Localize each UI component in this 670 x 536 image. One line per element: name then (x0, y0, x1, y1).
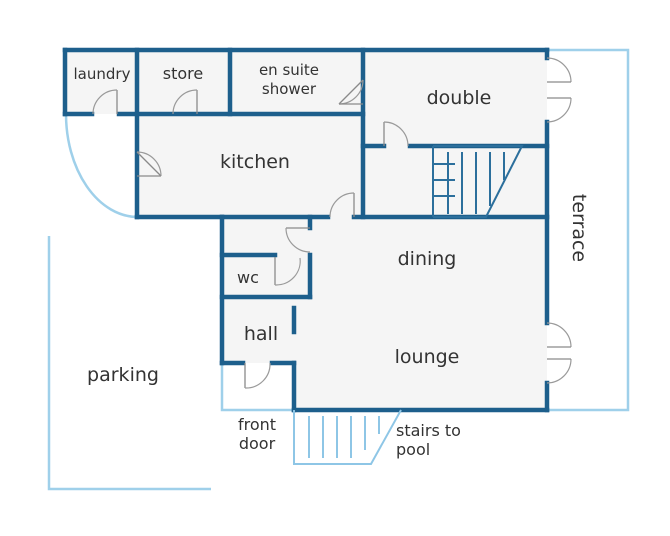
wc-label: wc (237, 268, 259, 287)
double-floor (363, 50, 547, 146)
ensuite-door (338, 79, 364, 105)
store-door (172, 89, 198, 115)
lounge-label: lounge (395, 346, 460, 368)
corridor-floor (363, 146, 547, 217)
store-label: store (163, 64, 203, 83)
kitchen-label: kitchen (220, 151, 290, 173)
terrace-outline (547, 48, 630, 412)
hall-dining-door (285, 227, 311, 253)
pool-stairs (293, 409, 402, 465)
double-door (383, 121, 409, 147)
ensuite-floor (230, 50, 363, 114)
hall-label: hall (244, 323, 278, 345)
ensuite-label-line2: shower (262, 80, 317, 98)
entry-landing-outline (220, 363, 294, 412)
wc-door (274, 257, 301, 286)
ensuite-label-line1: en suite (259, 61, 319, 79)
terrace-double-door-bottom (546, 322, 572, 384)
room-labels: laundry store en suite shower double kit… (74, 61, 590, 459)
dining-lounge-floor (294, 217, 547, 410)
front-door-label-line1: front (238, 415, 276, 434)
parking-label: parking (87, 364, 159, 386)
kitchen-door (136, 151, 162, 177)
floor-fills (65, 50, 547, 410)
laundry-exterior-swing (64, 113, 138, 219)
laundry-floor (65, 50, 137, 114)
parking-outline (47, 236, 211, 491)
terrace-double-door-top (546, 57, 572, 123)
double-label: double (427, 87, 492, 109)
kitchen-hall-door (329, 192, 355, 218)
front-door-label-line2: door (239, 434, 276, 453)
outdoor-outlines (47, 48, 630, 491)
walls (62, 47, 550, 413)
laundry-label: laundry (74, 65, 131, 83)
doors (92, 57, 572, 389)
front-door (244, 362, 271, 389)
interior-stairs (432, 145, 524, 218)
dining-label: dining (398, 248, 457, 270)
kitchen-floor (137, 114, 363, 217)
store-floor (137, 50, 230, 114)
laundry-door (92, 89, 118, 115)
stairs-label-line2: pool (396, 440, 430, 459)
stairs-label-line1: stairs to (396, 421, 461, 440)
terrace-label: terrace (568, 194, 590, 262)
